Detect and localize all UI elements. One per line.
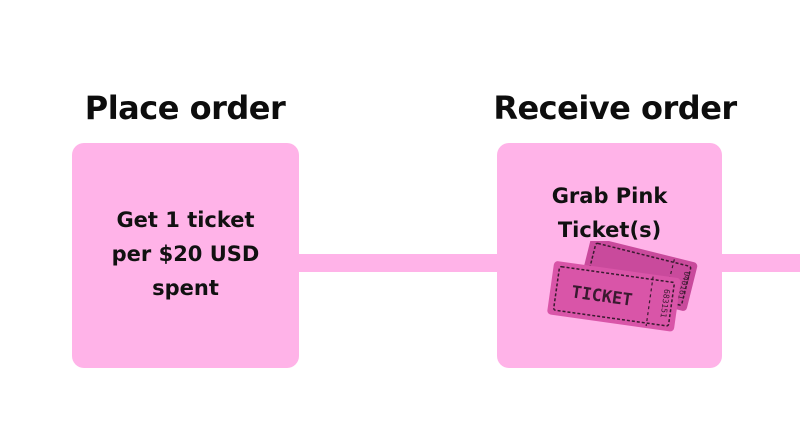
step-2-line-1: Grab Pink	[551, 184, 668, 208]
step-1-line-1: Get 1 ticket	[116, 208, 255, 232]
ticket-icon: 040161 TICKET 683151	[547, 241, 698, 332]
step-2-card: Grab Pink Ticket(s) 040161 TICKET 683151	[497, 143, 722, 368]
step-1-text: Get 1 ticket per $20 USD spent	[72, 203, 299, 305]
step-2-text: Grab Pink Ticket(s)	[497, 179, 722, 247]
step-1-line-2: per $20 USD	[111, 242, 260, 266]
step-1-line-3: spent	[152, 276, 219, 300]
step-1-title: Place order	[84, 89, 286, 127]
step-2-line-2: Ticket(s)	[557, 218, 662, 242]
ticket-front-number: 683151	[658, 289, 671, 319]
step-2-title: Receive order	[493, 89, 737, 127]
ticket-front-icon: TICKET 683151	[547, 261, 681, 332]
step-1-card: Get 1 ticket per $20 USD spent	[72, 143, 299, 368]
